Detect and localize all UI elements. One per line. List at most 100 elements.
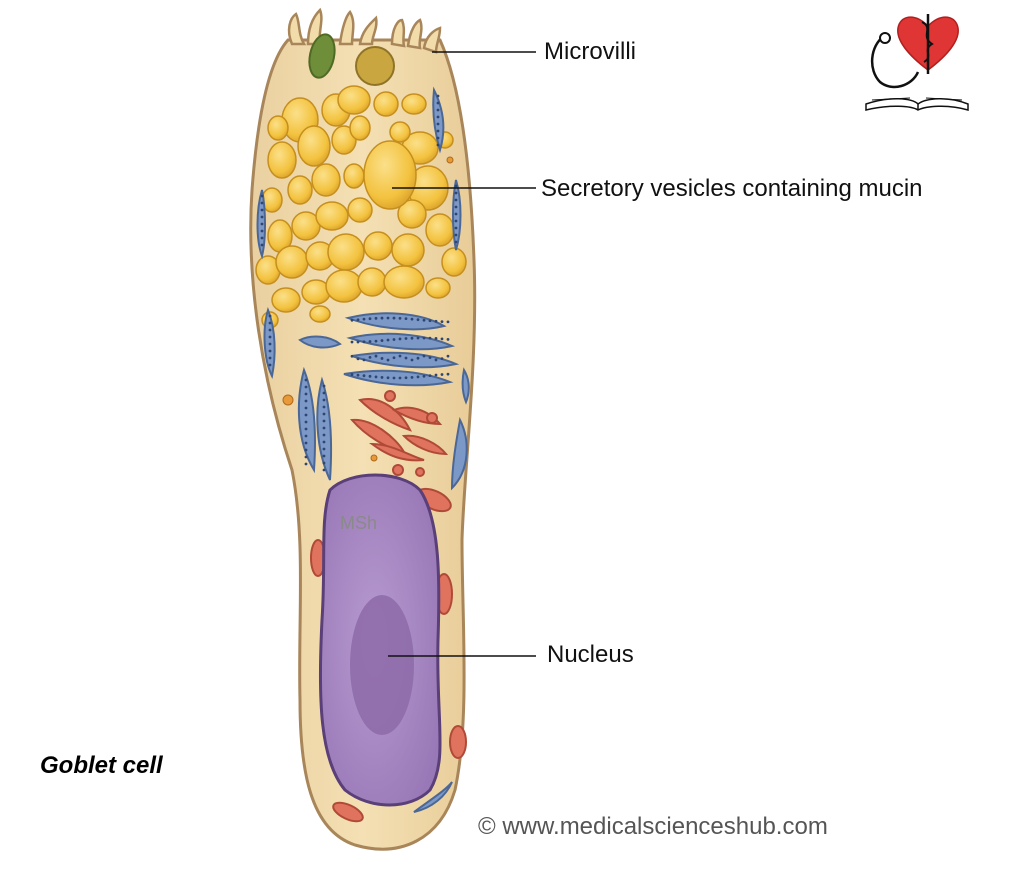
ribosome-dot [416,336,420,340]
ribosome-dot [380,357,384,360]
mucin-vesicle [309,305,331,323]
ribosome-dot [398,316,402,320]
endoplasmic-reticulum [256,86,470,813]
golgi-apparatus [349,390,449,477]
ribosome-dot [260,222,264,226]
ribosome-dot [322,440,326,444]
ribosome-dot [404,317,408,321]
ribosome-dot [268,349,272,353]
mucin-vesicle [267,115,289,141]
ribosome-dot [268,328,272,332]
ribosome-dot [428,356,432,359]
ribosome-dot [392,376,396,380]
mucin-vesicle [347,197,373,223]
ribosome-dot [386,316,390,320]
mucin-vesicle [327,233,365,271]
mucin-vesicles [255,85,467,329]
ribosome-dot [392,356,396,360]
ribosome-dot [322,433,326,437]
ribosome-dot [454,198,458,202]
ribosome-dot [380,339,384,342]
ribosome-dot [368,317,372,321]
ribosome-dot [436,122,440,126]
ribosome-dot [304,378,308,382]
ribosome-dot [398,376,402,380]
ribosome-dot [304,420,308,424]
ribosome-dot [362,358,366,362]
apical-green-vesicle [308,33,336,79]
ribosome-dot [368,340,372,343]
ribosome-dot [440,320,444,324]
ribosome-dot [416,356,420,360]
ribosome-dot [268,356,272,360]
ribosome-dot [428,336,432,340]
ribosome-dot [322,461,326,465]
mucin-vesicle [267,141,297,179]
mucin-vesicle [343,163,365,189]
ribosome-dot [304,392,308,396]
ribosome-dot [454,191,458,195]
ribosome-dot [268,314,272,318]
ribosome-dot [404,337,408,340]
mucin-vesicle [425,277,451,299]
ribosome-dot [322,419,326,423]
ribosome-dot [304,462,308,466]
ribosome-dot [304,448,308,452]
mucin-vesicle [331,125,357,155]
ribosome-dot [434,358,438,362]
ribosome-dot [386,338,390,342]
ribosome-dot [268,335,272,339]
ribosome-dot [322,384,326,388]
ribosome-dot [410,375,414,379]
label-nucleus: Nucleus [547,641,634,668]
mucin-vesicle [389,121,411,143]
nucleolus [350,595,414,735]
ribosome-dot [410,317,414,321]
ribosome-dot [398,337,402,341]
ribosome-dot [428,319,432,323]
mucin-vesicle [425,213,455,247]
ribosome-dot [362,317,366,321]
ribosome-dot [422,336,426,340]
mucin-vesicle [271,287,301,313]
ribosome-dot [356,357,360,361]
ribosome-dot [304,441,308,445]
ribosome-dot [446,337,450,341]
mucin-vesicle [349,115,371,141]
ribosome-dot [260,243,264,247]
ribosome-dot [374,339,378,343]
ribosome-dot [356,318,360,322]
ribosome-dot [436,136,440,140]
ribosome-dot [436,94,440,98]
ribosome-dot [304,434,308,438]
mucin-vesicle [315,201,349,231]
ribosome-dot [440,373,444,376]
ribosome-dot [304,399,308,403]
ribosome-dot [416,318,420,322]
mucin-vesicle [441,247,467,277]
mucin-vesicle [373,91,399,117]
mucin-vesicle [397,199,427,229]
ribosome-dot [434,319,438,323]
small-granules [282,156,454,462]
ribosome-dot [260,208,264,212]
ribosome-dot [436,115,440,119]
mucin-vesicle [325,269,363,303]
ribosome-dot [454,184,458,188]
ribosome-dot [260,194,264,198]
ribosome-dot [440,337,444,341]
ribosome-dot [392,338,396,341]
ribosome-dot [410,336,414,340]
ribosome-dot [398,354,402,358]
ribosome-dot [304,413,308,417]
mucin-vesicle [363,231,393,261]
ribosome-dot [304,427,308,431]
ribosome-dot [416,375,420,379]
ribosome-dot [436,101,440,105]
ribosome-dot [404,356,408,360]
ribosome-dot [410,358,414,362]
ribosome-dot [454,212,458,216]
mucin-vesicle [275,245,309,279]
